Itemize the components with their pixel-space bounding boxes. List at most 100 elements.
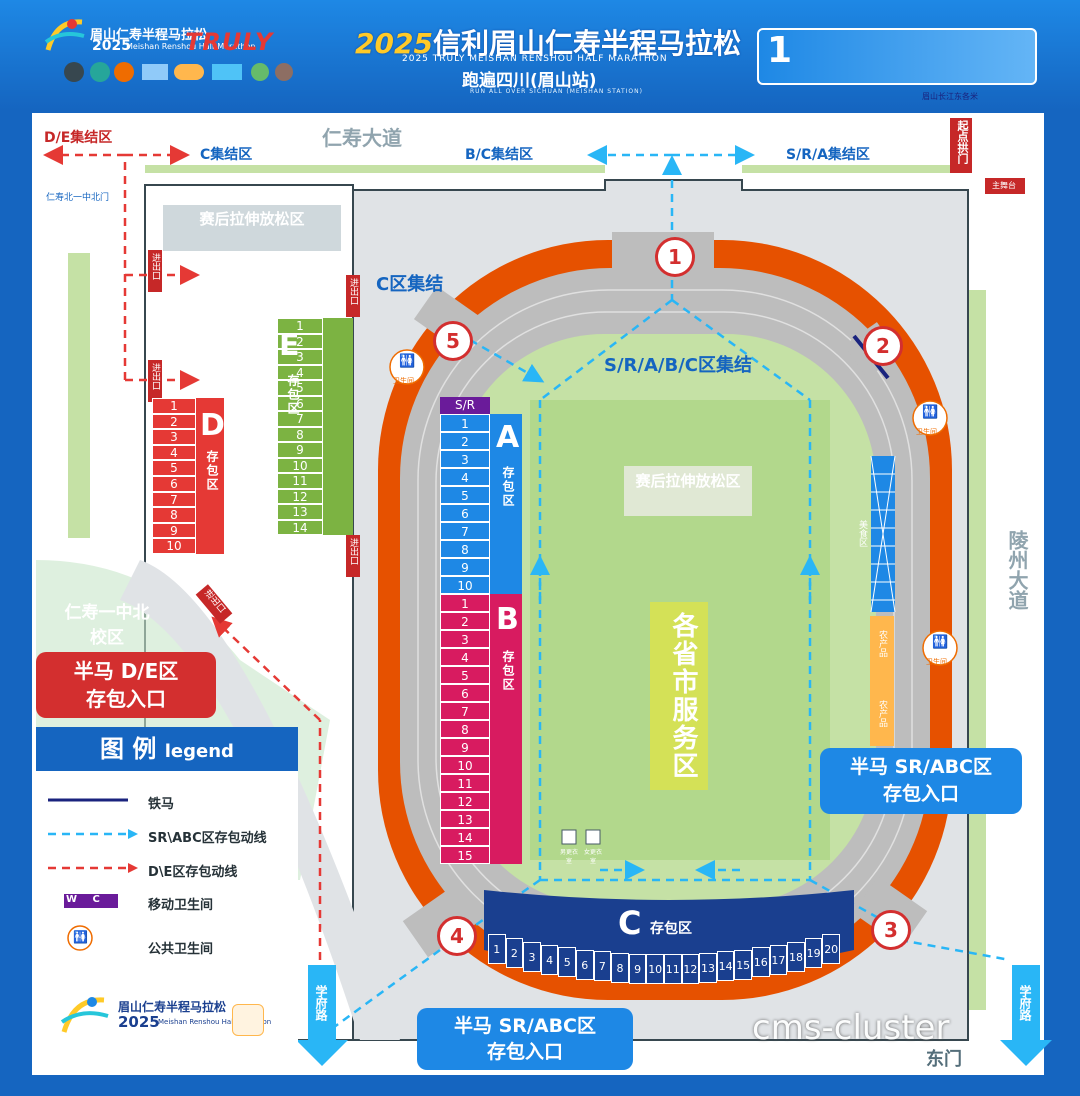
- bag-e-cell: 13: [277, 504, 323, 520]
- stretch-zone-left: 赛后拉伸放松区: [163, 205, 341, 251]
- bag-d-cell: 2: [152, 413, 196, 430]
- bag-c-cell: 15: [734, 949, 752, 980]
- bag-c-cell: 8: [611, 952, 629, 983]
- farm-products-label-2: 农产品: [877, 700, 887, 727]
- bag-c-cell: 6: [576, 949, 594, 980]
- legend-toilet-icon: 🚻: [73, 930, 88, 944]
- bag-e-cell: 6: [277, 395, 323, 411]
- legend-title: 图 例 legend: [36, 727, 298, 771]
- srabc-bottom-line1: 半马 SR/ABC区: [454, 1015, 596, 1037]
- bag-b-cell: 8: [440, 720, 490, 738]
- header-logo-cn: 眉山仁寿半程马拉松: [90, 28, 208, 43]
- legend-item-barrier: 铁马: [148, 797, 175, 812]
- road-renshou-avenue: 仁寿大道: [322, 126, 402, 150]
- bag-d-cell: 7: [152, 491, 196, 508]
- bag-c-cell: 17: [769, 944, 788, 975]
- bag-area-a-store-label: 存包区: [501, 466, 515, 508]
- bag-area-sr-header: S/R: [440, 397, 490, 414]
- bag-e-cell: 11: [277, 473, 323, 489]
- province-service-label: 各省市服务区: [668, 612, 698, 780]
- entrance-1: 1: [655, 237, 695, 277]
- bag-e-cell: 2: [277, 333, 323, 349]
- header-logo-year: 2025: [92, 38, 131, 54]
- road-xuefu-left: 学府路: [314, 985, 328, 1021]
- srabc-right-line2: 存包入口: [882, 783, 959, 805]
- bag-e-cell: 10: [277, 457, 323, 473]
- toilet-icon-1: 🚻: [399, 354, 416, 369]
- changing-room-m: 男更衣室: [559, 849, 578, 865]
- road-xuefu-right: 学府路: [1018, 985, 1032, 1021]
- exit-label-1: 进出口: [150, 253, 160, 280]
- legend-item-public-toilet: 公共卫生间: [148, 942, 214, 957]
- srabc-bottom-callout: 半马 SR/ABC区 存包入口: [417, 1008, 633, 1070]
- bag-a-cell: 2: [440, 432, 490, 450]
- srabc-bottom-line2: 存包入口: [486, 1041, 563, 1063]
- de-entry-line1: 半马 D/E区: [73, 659, 179, 683]
- bag-e-cell: 3: [277, 349, 323, 365]
- de-entry-line2: 存包入口: [86, 687, 166, 711]
- bag-b-cell: 12: [440, 792, 490, 810]
- stretch-zone-center: 赛后拉伸放松区: [624, 466, 752, 516]
- bag-c-cell: 5: [558, 947, 576, 978]
- bag-area-c-letter: C: [618, 904, 642, 942]
- school-north-gate: 仁寿北一中北门: [46, 193, 110, 203]
- bag-b-cell: 14: [440, 828, 490, 846]
- road-lingzhou-avenue: 陵州大道: [1005, 530, 1029, 610]
- gather-bc: B/C集结区: [465, 147, 534, 163]
- bag-d-cell: 9: [152, 522, 196, 539]
- gather-c-top: C集结区: [200, 147, 253, 163]
- bag-a-cell: 10: [440, 576, 490, 594]
- bag-c-cell: 10: [646, 953, 664, 984]
- bag-area-b-store-label: 存包区: [501, 650, 515, 692]
- gather-c-inner: C区集结: [376, 274, 444, 295]
- bag-d-cell: 3: [152, 429, 196, 445]
- bag-b-cell: 13: [440, 810, 490, 828]
- bag-c-cell: 4: [540, 944, 559, 975]
- bag-a-cell: 1: [440, 414, 490, 432]
- entrance-3: 3: [871, 910, 911, 950]
- entrance-2: 2: [863, 326, 903, 366]
- legend-item-srabc-route: SR\ABC区存包动线: [148, 831, 267, 846]
- food-zone-label: 美食区: [857, 520, 867, 547]
- title-year: 2025: [355, 27, 433, 60]
- bag-e-cell: 14: [277, 519, 323, 535]
- legend-title-cn: 图 例: [100, 735, 157, 763]
- bag-c-cell: 9: [628, 953, 647, 984]
- bag-e-cell: 7: [277, 411, 323, 427]
- title-main-text: 信利眉山仁寿半程马拉松: [432, 27, 741, 60]
- watermark-text: cms-cluster: [752, 1008, 950, 1048]
- gather-srabc: S/R/A/B/C区集结: [604, 355, 752, 376]
- bag-area-e-store-label: 存包区: [286, 374, 300, 416]
- bag-a-cell: 4: [440, 468, 490, 486]
- bag-c-cell: 11: [664, 953, 682, 984]
- legend-symbols: [48, 798, 138, 951]
- bag-b-cell: 15: [440, 846, 490, 864]
- bag-d-cell: 6: [152, 476, 196, 492]
- bag-a-cell: 6: [440, 504, 490, 522]
- bag-c-cell: 1: [488, 934, 506, 965]
- bag-c-cell: 20: [822, 934, 840, 965]
- bag-e-cell: 1: [277, 318, 323, 334]
- legend-item-de-route: D\E区存包动线: [148, 865, 238, 880]
- legend-logo-year: 2025: [118, 1013, 160, 1031]
- bag-b-cell: 2: [440, 612, 490, 630]
- bag-c-cell: 2: [505, 938, 524, 969]
- bag-c-cell: 3: [523, 941, 541, 972]
- legend-title-en: legend: [164, 741, 234, 762]
- event-logo-icon: [42, 14, 88, 58]
- legend-wc-badge: W C: [66, 894, 106, 905]
- bag-area-b-letter: B: [496, 602, 519, 637]
- header-logo-en: Meishan Renshou Half Marathon: [126, 42, 256, 51]
- bag-d-cell: 4: [152, 444, 196, 461]
- bag-c-cell: 12: [681, 953, 700, 984]
- sponsor-badges: [62, 60, 302, 84]
- bag-b-cell: 4: [440, 648, 490, 666]
- exit-label-4: 进出口: [348, 538, 358, 565]
- bag-b-cell: 6: [440, 684, 490, 702]
- entrance-4: 4: [437, 916, 477, 956]
- sponsor-brand: TRULY: [185, 28, 274, 56]
- school-campus-label: 仁寿一中北校区: [64, 603, 150, 648]
- legend-logo-icon: [58, 990, 112, 1040]
